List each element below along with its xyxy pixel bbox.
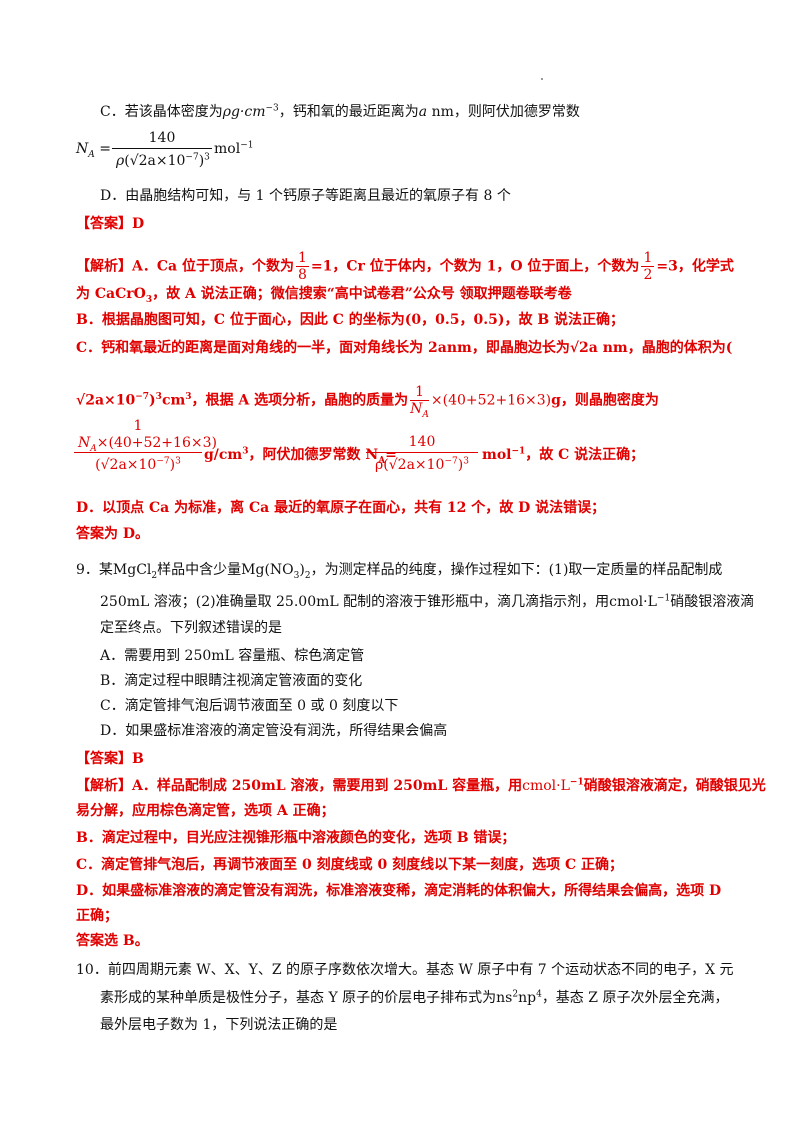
q8-na-fraction: 140 ρ(√2a×10−7)3 [112, 128, 212, 173]
q8-explanation-c: C．钙和氧最近的距离是面对角线的一半，面对角线长为 2anm，即晶胞边长为√2a… [76, 340, 733, 356]
q9-explanation-a-cont: 易分解，应用棕色滴定管，选项 A 正确； [76, 803, 335, 819]
q8-na-result-numerator: 140 [366, 432, 478, 453]
q8-na-result-denominator: ρ(√2a×10−7)3 [375, 456, 469, 473]
q9-explanation-a: 【解析】A．样品配制成 250mL 溶液，需要用到 250mL 容量瓶，用cmo… [76, 777, 766, 794]
q8-na-unit: mol−1 [214, 140, 254, 157]
q8-density-denominator: (√2a×10−7)3 [95, 456, 181, 473]
q8-na-lhs: NA = [76, 141, 111, 160]
q9-stem-line1: 9．某MgCl2样品中含少量Mg(NO3)2，为测定样品的纯度，操作过程如下：(… [76, 562, 723, 581]
q8-option-d: D．由晶胞结构可知，与 1 个钙原子等距离且最近的氧原子有 8 个 [100, 188, 511, 204]
q8-answer: 【答案】D [76, 216, 145, 232]
scan-dot [541, 78, 543, 80]
q8-na-numerator: 140 [112, 128, 212, 149]
q9-explanation-d: D．如果盛标准溶液的滴定管没有润洗，标准溶液变稀，滴定消耗的体积偏大，所得结果会… [76, 883, 722, 899]
q9-explanation-c: C．滴定管排气泡后，再调节液面至 0 刻度线或 0 刻度线以下某一刻度，选项 C… [76, 857, 624, 873]
q8-na-denominator: ρ(√2a×10−7)3 [116, 152, 210, 169]
q9-explanation-d-cont: 正确； [76, 908, 118, 924]
q9-final: 答案选 B。 [76, 933, 149, 949]
q9-option-a: A．需要用到 250mL 容量瓶、棕色滴定管 [100, 648, 365, 664]
q8-explanation-b: B．根据晶胞图可知，C 位于面心，因此 C 的坐标为(0，0.5，0.5)，故 … [76, 312, 625, 328]
q9-stem-line3: 定至终点。下列叙述错误的是 [100, 620, 282, 636]
q8-option-c: C．若该晶体密度为ρg·cm−3，钙和氧的最近距离为a nm，则阿伏加德罗常数 [100, 103, 580, 120]
q8-density-text: g/cm3，阿伏加德罗常数 NA= [204, 446, 397, 466]
q9-option-d: D．如果盛标准溶液的滴定管没有润洗，所得结果会偏高 [100, 723, 448, 739]
q9-explanation-b: B．滴定过程中，目光应注视锥形瓶中溶液颜色的变化，选项 B 错误； [76, 830, 516, 846]
q9-option-b: B．滴定过程中眼睛注视滴定管液面的变化 [100, 673, 363, 689]
q9-answer: 【答案】B [76, 751, 144, 767]
q9-option-c: C．滴定管排气泡后调节液面至 0 或 0 刻度以下 [100, 698, 399, 714]
q10-stem-line1: 10．前四周期元素 W、X、Y、Z 的原子序数依次增大。基态 W 原子中有 7 … [76, 962, 734, 978]
q8-na-result-fraction: 140 ρ(√2a×10−7)3 [366, 432, 478, 477]
q10-stem-line3: 最外层电子数为 1，下列说法正确的是 [100, 1017, 338, 1033]
q9-stem-line2: 250mL 溶液；(2)准确量取 25.00mL 配制的溶液于锥形瓶中，滴几滴指… [100, 593, 755, 610]
q8-na-result-tail: mol−1，故 C 说法正确； [482, 446, 645, 463]
q10-stem-line2: 素形成的某种单质是极性分子，基态 Y 原子的价层电子排布式为ns2np4，基态 … [100, 989, 729, 1006]
q8-final: 答案为 D。 [76, 526, 150, 542]
q8-explanation-a-cont: 为 CaCrO3，故 A 说法正确；微信搜索“高中试卷君”公众号 领取押题卷联考… [76, 286, 572, 305]
q8-explanation-d: D．以顶点 Ca 为标准，离 Ca 最近的氧原子在面心，共有 12 个，故 D … [76, 500, 606, 516]
